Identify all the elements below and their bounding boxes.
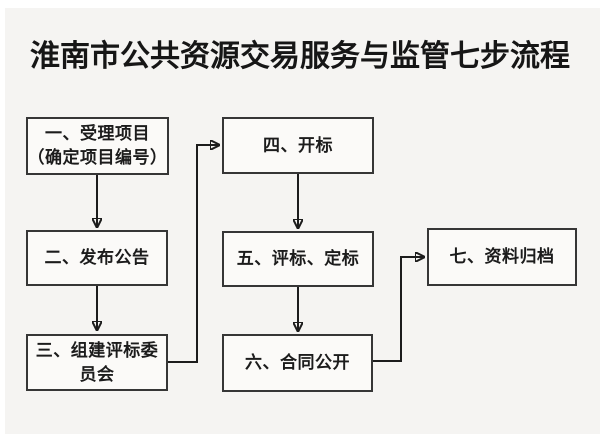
flow-step-1-label-line2: （确定项目编号） [27,148,168,167]
flow-step-2-label: 二、发布公告 [44,248,150,267]
flow-step-7: 七、资料归档 [427,228,577,286]
flow-step-4: 四、开标 [222,117,374,174]
flow-step-3-label-line2: 员会 [79,364,115,384]
flow-step-7-label: 七、资料归档 [449,247,555,266]
flow-step-5: 五、评标、定标 [222,231,374,287]
flow-step-4-label: 四、开标 [263,135,333,155]
page-title: 淮南市公共资源交易服务与监管七步流程 [30,40,570,73]
flow-step-6: 六、合同公开 [222,334,373,392]
flow-step-2: 二、发布公告 [26,230,168,286]
flow-step-6-label: 六、合同公开 [245,353,350,372]
flow-step-5-label: 五、评标、定标 [236,249,360,268]
flow-step-1-label-line1: 一、受理项目 [45,124,150,143]
flow-step-1: 一、受理项目 （确定项目编号） [26,117,169,175]
flow-step-3: 三、组建评标委 员会 [26,334,168,391]
flow-step-3-label-line1: 三、组建评标委 [35,340,159,360]
